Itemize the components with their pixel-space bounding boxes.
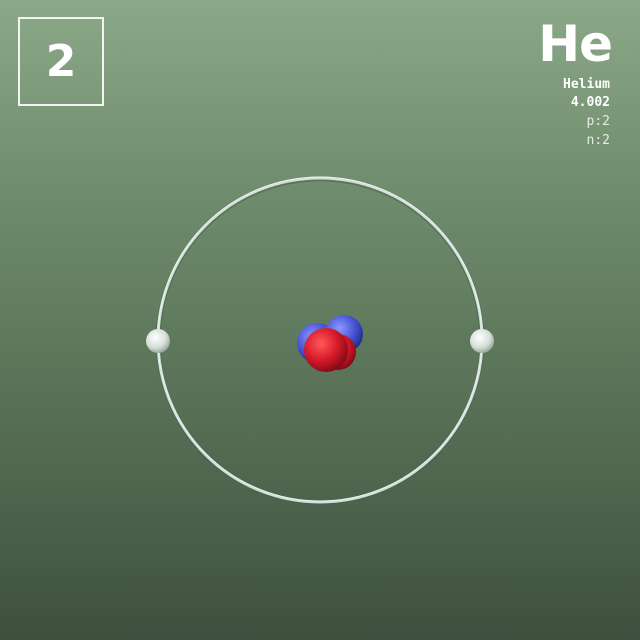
atomic-mass: 4.002 bbox=[570, 95, 610, 110]
element-symbol: He bbox=[538, 15, 613, 73]
electron bbox=[146, 329, 170, 353]
element-name: Helium bbox=[563, 77, 610, 92]
element-info-panel: He Helium 4.002 p:2 n:2 bbox=[538, 15, 613, 150]
proton bbox=[304, 328, 348, 372]
nucleus bbox=[297, 315, 363, 372]
atomic-number-box: 2 bbox=[18, 17, 104, 106]
atomic-number: 2 bbox=[45, 35, 77, 87]
neutron-count: n:2 bbox=[586, 133, 610, 148]
electron bbox=[470, 329, 494, 353]
proton-count: p:2 bbox=[586, 114, 610, 129]
